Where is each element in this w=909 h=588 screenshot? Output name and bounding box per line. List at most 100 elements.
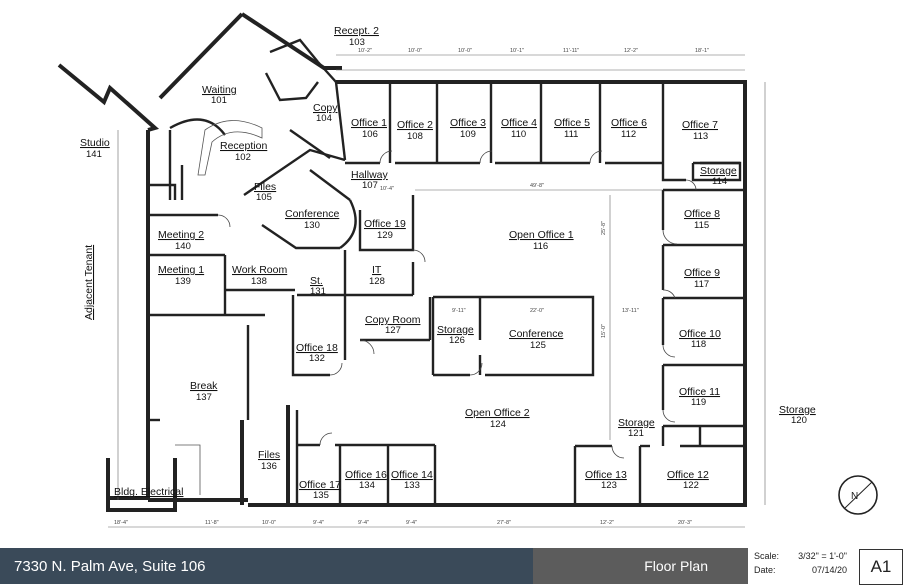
dim-bottom-1: 18'-4" bbox=[114, 520, 128, 526]
room-number: 132 bbox=[309, 353, 325, 364]
room-name: Storage bbox=[779, 404, 816, 416]
room-number: 116 bbox=[533, 241, 548, 252]
room-number: 117 bbox=[694, 279, 709, 290]
room-number: 121 bbox=[628, 428, 644, 439]
date-value: 07/14/20 bbox=[811, 565, 847, 575]
room-name: Meeting 2 bbox=[158, 229, 204, 241]
door-swings bbox=[217, 150, 697, 459]
room-number: 118 bbox=[691, 339, 706, 350]
north-arrow-label: N bbox=[851, 491, 858, 502]
dim-int-2: 25'-8" bbox=[601, 221, 607, 235]
dim-int-1: 49'-8" bbox=[530, 183, 544, 189]
room-number: 106 bbox=[362, 129, 378, 140]
room-number: 105 bbox=[256, 192, 272, 203]
east-offices bbox=[573, 188, 745, 505]
central-rooms bbox=[291, 195, 595, 377]
room-name: Office 3 bbox=[450, 117, 486, 129]
sheet-title: Floor Plan bbox=[533, 548, 748, 584]
room-number: 130 bbox=[304, 220, 320, 231]
room-labels: Recept. 2 103 Waiting 101 Copy 104 Recep… bbox=[80, 25, 816, 501]
dim-int-7: 10'-4" bbox=[380, 186, 394, 192]
dim-int-6: 15'-0" bbox=[601, 324, 607, 338]
room-name: Conference bbox=[285, 208, 339, 220]
dim-top-3: 10'-0" bbox=[458, 48, 472, 54]
dim-top-4: 10'-1" bbox=[510, 48, 524, 54]
room-name: Office 8 bbox=[684, 208, 720, 220]
dim-int-3: 22'-0" bbox=[530, 308, 544, 314]
room-number: 140 bbox=[175, 241, 191, 252]
room-number: 112 bbox=[621, 129, 636, 140]
room-name: Office 6 bbox=[611, 117, 647, 129]
room-name: Office 1 bbox=[351, 117, 387, 129]
dim-int-5: 9'-11" bbox=[452, 308, 466, 314]
room-name: Break bbox=[190, 380, 218, 392]
room-number: 103 bbox=[349, 37, 365, 48]
dim-bottom-7: 27'-8" bbox=[497, 520, 511, 526]
exterior-walls bbox=[57, 12, 747, 512]
room-name: Office 17 bbox=[299, 479, 341, 491]
room-name: Office 5 bbox=[554, 117, 590, 129]
room-number: 115 bbox=[694, 220, 709, 231]
room-number: 122 bbox=[683, 480, 699, 491]
room-number: 133 bbox=[404, 480, 420, 491]
room-name: Office 13 bbox=[585, 469, 627, 481]
adjacent-tenant-label: Adjacent Tenant bbox=[83, 245, 95, 320]
dim-top-1: 10'-2" bbox=[358, 48, 372, 54]
title-block: 7330 N. Palm Ave, Suite 106 Floor Plan S… bbox=[0, 545, 909, 588]
room-number: 119 bbox=[691, 397, 706, 408]
dimension-text: 10'-2" 10'-0" 10'-0" 10'-1" 11'-11" 12'-… bbox=[114, 48, 709, 526]
room-name: Open Office 2 bbox=[465, 407, 530, 419]
dimension-lines bbox=[108, 54, 766, 528]
room-number: 137 bbox=[196, 392, 212, 403]
room-name: Copy bbox=[313, 102, 338, 114]
dim-bottom-5: 9'-4" bbox=[358, 520, 369, 526]
room-number: 123 bbox=[601, 480, 617, 491]
dim-top-5: 11'-11" bbox=[563, 48, 579, 54]
room-name: Office 18 bbox=[296, 342, 338, 354]
dim-bottom-3: 10'-0" bbox=[262, 520, 276, 526]
sheet-meta: Scale: 3/32" = 1'-0" Date: 07/14/20 A1 bbox=[748, 545, 909, 588]
room-number: 129 bbox=[377, 230, 393, 241]
north-arrow-icon: N bbox=[838, 475, 878, 515]
room-name: Reception bbox=[220, 140, 267, 152]
room-number: 139 bbox=[175, 276, 191, 287]
sheet-number: A1 bbox=[859, 549, 903, 585]
west-rooms bbox=[148, 130, 295, 495]
dim-bottom-4: 9'-4" bbox=[313, 520, 324, 526]
room-number: 127 bbox=[385, 325, 401, 336]
room-name: Office 14 bbox=[391, 469, 433, 481]
scale-label: Scale: bbox=[754, 551, 780, 561]
dim-top-7: 18'-1" bbox=[695, 48, 709, 54]
room-number: 108 bbox=[407, 131, 423, 142]
room-name: Storage bbox=[618, 417, 655, 429]
room-name: Office 9 bbox=[684, 267, 720, 279]
floor-plan: 10'-2" 10'-0" 10'-0" 10'-1" 11'-11" 12'-… bbox=[57, 12, 878, 528]
dim-bottom-2: 11'-8" bbox=[205, 520, 219, 526]
dim-top-2: 10'-0" bbox=[408, 48, 422, 54]
room-name: Work Room bbox=[232, 264, 287, 276]
date-label: Date: bbox=[754, 565, 776, 575]
reception-area bbox=[169, 38, 357, 250]
dim-int-4: 13'-11" bbox=[622, 308, 639, 314]
room-number: 126 bbox=[449, 335, 465, 346]
room-number: 128 bbox=[369, 276, 385, 287]
room-name: Files bbox=[254, 181, 276, 193]
room-number: 110 bbox=[511, 129, 526, 140]
dim-bottom-9: 20'-3" bbox=[678, 520, 692, 526]
north-offices bbox=[334, 81, 742, 182]
room-name: Copy Room bbox=[365, 314, 421, 326]
room-name: Studio bbox=[80, 137, 110, 149]
room-number: 101 bbox=[211, 95, 227, 106]
room-name: Conference bbox=[509, 328, 563, 340]
room-number: 111 bbox=[564, 129, 578, 140]
room-name: Office 16 bbox=[345, 469, 387, 481]
room-number: 107 bbox=[362, 180, 378, 191]
project-address: 7330 N. Palm Ave, Suite 106 bbox=[0, 548, 533, 584]
room-number: 113 bbox=[693, 131, 708, 142]
room-number: 138 bbox=[251, 276, 267, 287]
room-name: St. bbox=[310, 275, 323, 287]
room-number: 131 bbox=[310, 286, 326, 297]
room-name: Office 12 bbox=[667, 469, 709, 481]
room-name: Open Office 1 bbox=[509, 229, 574, 241]
room-number: 114 bbox=[712, 176, 727, 187]
